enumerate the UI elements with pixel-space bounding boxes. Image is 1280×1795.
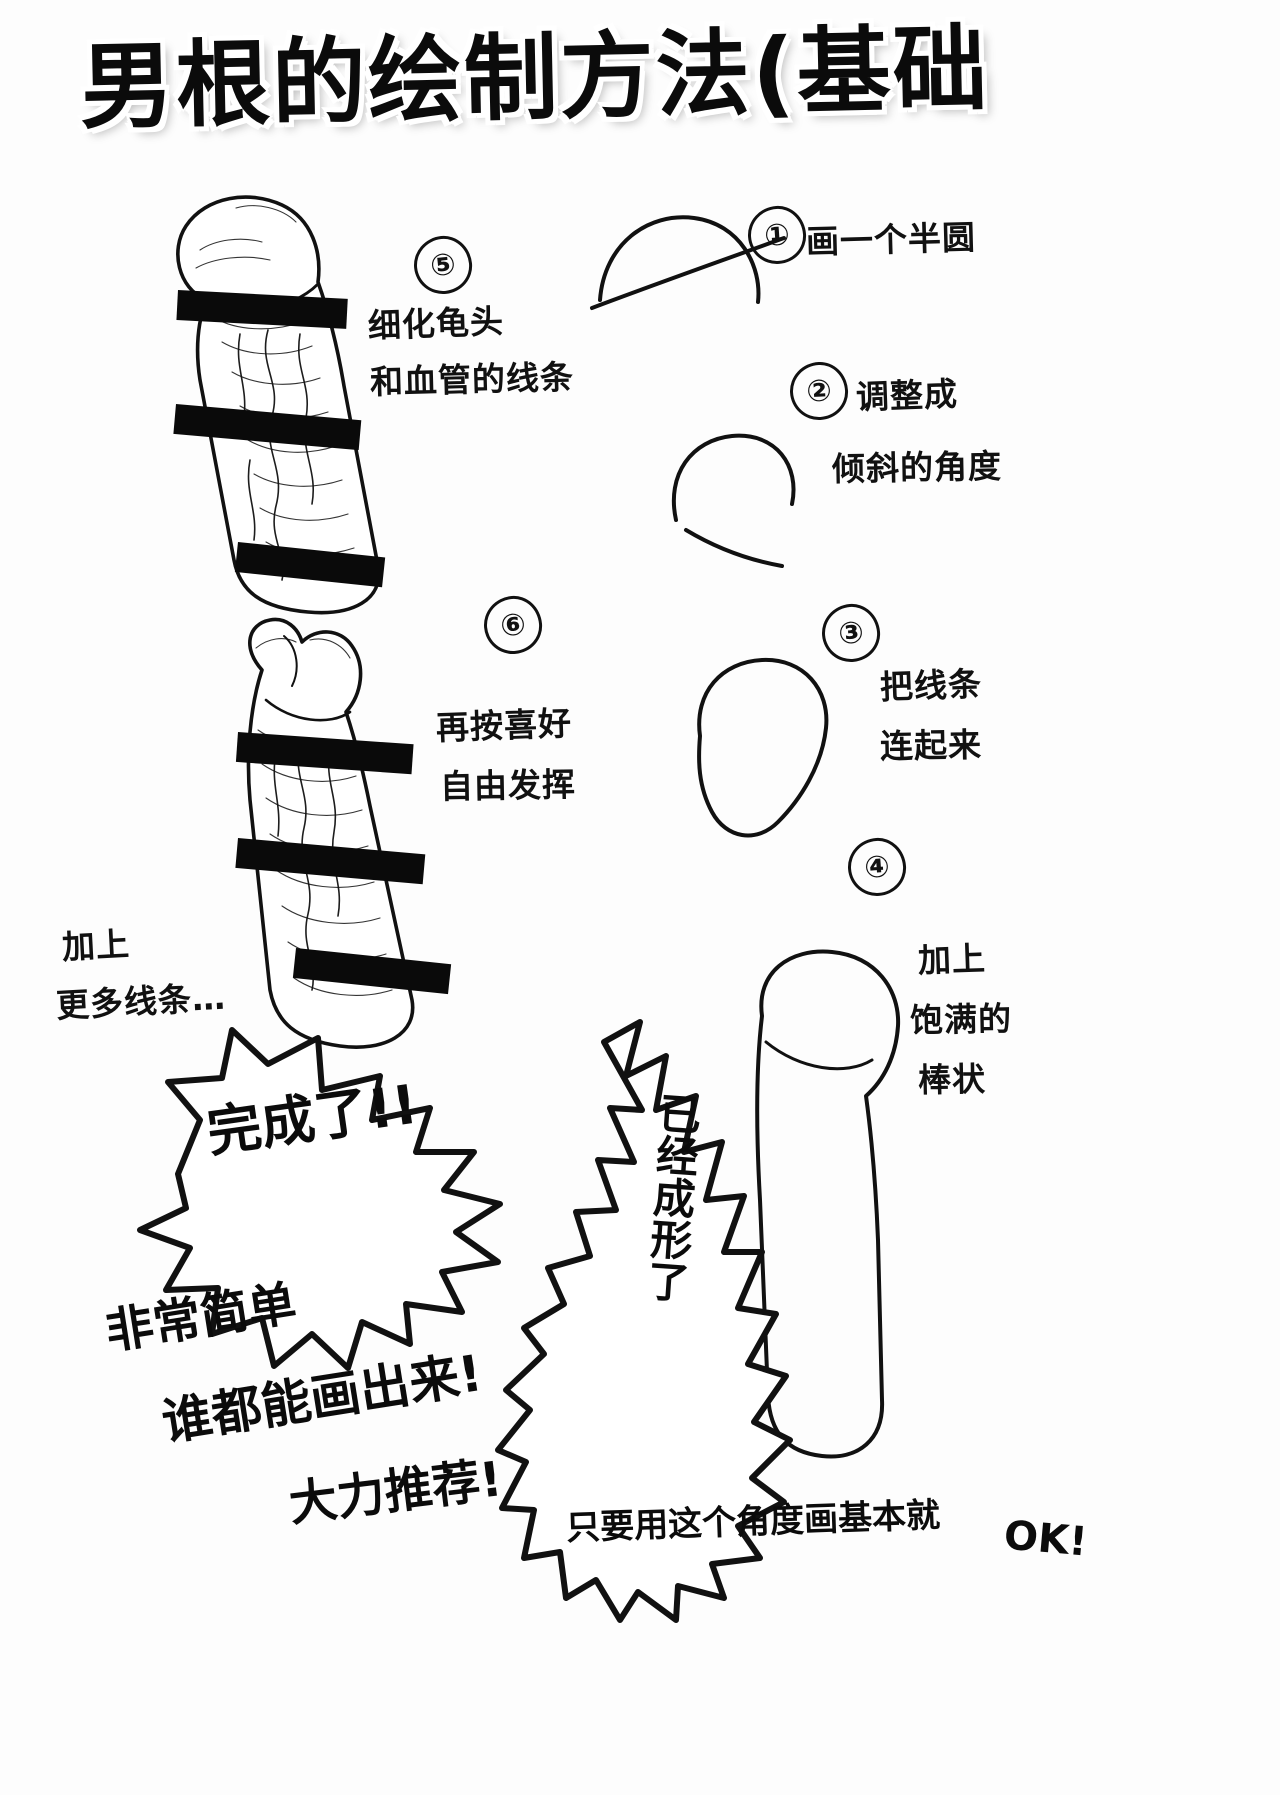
more-lines-line-1: 加上	[60, 924, 131, 967]
censor-bar	[234, 542, 386, 588]
bubble-done	[137, 1027, 503, 1371]
censor-bar	[235, 732, 414, 775]
step-4-line-3: 棒状	[917, 1059, 987, 1100]
step-3-line-2: 连起来	[879, 725, 983, 766]
step-4-line-2: 饱满的	[909, 999, 1013, 1040]
figure-step4	[755, 949, 901, 1459]
step-3-line-1: 把线条	[879, 664, 983, 707]
censor-bar	[173, 404, 362, 451]
step-5-line-1: 细化龟头	[367, 301, 505, 346]
censor-bar	[292, 948, 452, 995]
bubble-shaped-text: 已经成形了	[639, 1090, 704, 1304]
step-2-line-2: 倾斜的角度	[831, 446, 1003, 489]
step-6-line-2: 自由发挥	[439, 764, 577, 807]
more-lines-line-2: 更多线条…	[55, 977, 227, 1026]
figure-step3	[697, 657, 829, 838]
page-title: 男根的绘制方法(基础	[78, 14, 990, 143]
step-number-2: ②	[788, 360, 850, 422]
step-6-line-1: 再按喜好	[435, 703, 573, 748]
step-number-4: ④	[846, 836, 908, 898]
slogan-line-3: 大力推荐!	[285, 1451, 506, 1533]
step-4-line-1: 加上	[917, 938, 987, 981]
step-number-5: ⑤	[411, 233, 475, 297]
censor-bar	[235, 837, 426, 885]
step-number-6: ⑥	[481, 593, 545, 657]
step-1-text: 画一个半圆	[805, 217, 977, 262]
figure-step6	[246, 617, 415, 1049]
step-5-line-2: 和血管的线条	[369, 357, 575, 402]
step-2-line-1: 调整成	[855, 374, 959, 417]
figure-step1	[590, 215, 786, 310]
figure-step2	[671, 433, 796, 568]
slogan-line-2: 谁都能画出来!	[158, 1344, 486, 1452]
slogan-line-1: 非常简单	[101, 1275, 300, 1361]
step-number-3: ③	[819, 601, 883, 665]
slogan-bottom: 只要用这个角度画基本就	[565, 1495, 941, 1549]
censor-bar	[176, 290, 348, 329]
bubble-shaped	[495, 1019, 793, 1623]
bubble-done-text: 完成了!!	[203, 1072, 422, 1165]
step-number-1: ①	[746, 204, 808, 266]
slogan-bottom-ok: OK!	[1002, 1512, 1090, 1566]
